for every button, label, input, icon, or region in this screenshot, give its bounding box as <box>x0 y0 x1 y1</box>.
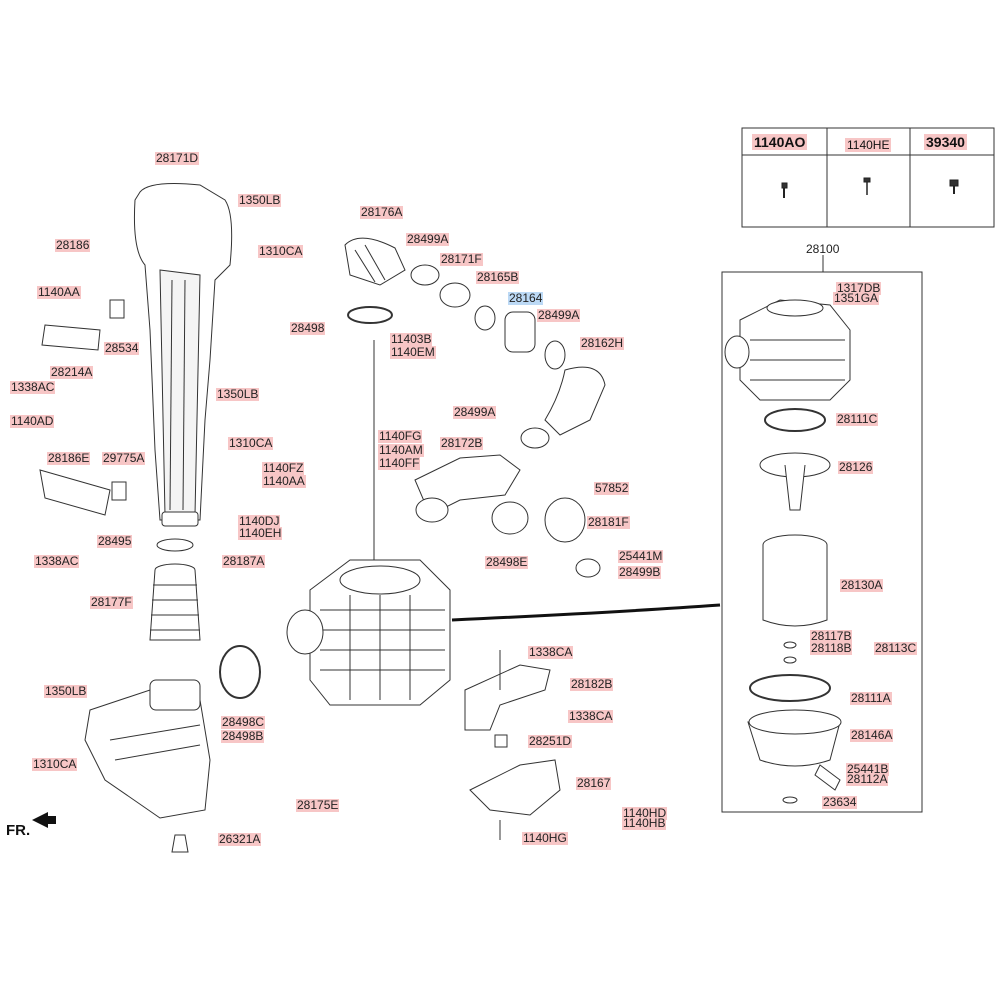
part-label-28162h[interactable]: 28162H <box>580 336 625 350</box>
part-label-1338ca[interactable]: 1338CA <box>568 709 614 723</box>
part-label-28165b[interactable]: 28165B <box>476 270 520 284</box>
intake-snorkel <box>133 183 233 527</box>
part-label-1350lb[interactable]: 1350LB <box>44 684 88 698</box>
part-label-28126[interactable]: 28126 <box>838 460 874 474</box>
part-label-1140dj[interactable]: 1140DJ <box>238 514 281 528</box>
part-label-28118b[interactable]: 28118B <box>810 641 853 655</box>
part-label-28499a[interactable]: 28499A <box>453 405 497 419</box>
part-label-23634[interactable]: 23634 <box>822 795 858 809</box>
part-label-1140am[interactable]: 1140AM <box>378 443 424 457</box>
part-label-28182b[interactable]: 28182B <box>570 677 614 691</box>
part-label-1338ca[interactable]: 1338CA <box>528 645 574 659</box>
part-label-28167[interactable]: 28167 <box>576 776 612 790</box>
bracket-28167 <box>469 759 561 816</box>
part-label-28186[interactable]: 28186 <box>55 238 91 252</box>
part-label-1350lb[interactable]: 1350LB <box>238 193 282 207</box>
bracket-28182b <box>464 664 551 748</box>
part-label-28146a[interactable]: 28146A <box>850 728 894 742</box>
part-label-25441m[interactable]: 25441M <box>618 549 664 563</box>
part-label-1140fg[interactable]: 1140FG <box>378 429 423 443</box>
part-label-28117b[interactable]: 28117B <box>810 629 853 643</box>
legend-header-39340: 39340 <box>924 134 967 150</box>
filter-assembly <box>724 299 851 804</box>
part-label-1140eh[interactable]: 1140EH <box>238 526 283 540</box>
front-arrow-icon <box>32 812 56 828</box>
part-label-28177f[interactable]: 28177F <box>90 595 133 609</box>
part-label-1310ca[interactable]: 1310CA <box>32 757 78 771</box>
part-label-28181f[interactable]: 28181F <box>587 515 630 529</box>
duct-28172b <box>414 454 601 578</box>
part-label-28172b[interactable]: 28172B <box>440 436 484 450</box>
part-label-1310ca[interactable]: 1310CA <box>258 244 304 258</box>
part-label-28176a[interactable]: 28176A <box>360 205 404 219</box>
part-label-1338ac[interactable]: 1338AC <box>10 380 56 394</box>
connector-curve <box>451 603 721 622</box>
part-label-1140ff[interactable]: 1140FF <box>378 456 421 470</box>
part-label-1351ga[interactable]: 1351GA <box>833 291 880 305</box>
part-label-1310ca[interactable]: 1310CA <box>228 436 274 450</box>
part-label-25441b[interactable]: 25441B <box>846 762 890 776</box>
part-label-1140hd[interactable]: 1140HD <box>622 806 668 820</box>
part-label-57852[interactable]: 57852 <box>594 481 630 495</box>
part-label-28499b[interactable]: 28499B <box>618 565 662 579</box>
group-label: 28100 <box>806 242 840 256</box>
resonator <box>84 679 211 853</box>
part-label-28164[interactable]: 28164 <box>508 291 544 305</box>
group-box <box>721 271 923 813</box>
part-label-1140aa[interactable]: 1140AA <box>37 285 81 299</box>
part-label-1338ac[interactable]: 1338AC <box>34 554 80 568</box>
part-label-28186e[interactable]: 28186E <box>47 451 91 465</box>
part-label-28112a[interactable]: 28112A <box>846 772 889 786</box>
part-label-28214a[interactable]: 28214A <box>50 365 94 379</box>
part-label-28499a[interactable]: 28499A <box>406 232 450 246</box>
part-label-1140fz[interactable]: 1140FZ <box>262 461 305 475</box>
bellows-hose <box>149 538 201 641</box>
part-label-29775a[interactable]: 29775A <box>102 451 146 465</box>
part-label-1140aa[interactable]: 1140AA <box>262 474 306 488</box>
part-label-28534[interactable]: 28534 <box>104 341 140 355</box>
bracket-upper <box>41 299 125 351</box>
legend-header-1140ao: 1140AO <box>752 134 808 150</box>
part-label-28187a[interactable]: 28187A <box>222 554 266 568</box>
part-label-28498[interactable]: 28498 <box>290 321 326 335</box>
part-label-28113c[interactable]: 28113C <box>874 641 918 655</box>
air-cleaner-housing <box>286 559 451 706</box>
part-label-1140hg[interactable]: 1140HG <box>522 831 568 845</box>
front-indicator: FR. <box>6 822 31 839</box>
part-label-1350lb[interactable]: 1350LB <box>216 387 260 401</box>
part-label-1140hb[interactable]: 1140HB <box>622 816 667 830</box>
part-label-28498b[interactable]: 28498B <box>221 729 265 743</box>
upper-hoses <box>344 237 606 449</box>
part-label-28130a[interactable]: 28130A <box>840 578 884 592</box>
part-label-28111c[interactable]: 28111C <box>836 412 879 426</box>
part-label-1140em[interactable]: 1140EM <box>390 345 436 359</box>
clamp-28498c <box>219 645 261 699</box>
part-label-28499a[interactable]: 28499A <box>537 308 581 322</box>
part-label-28111a[interactable]: 28111A <box>850 691 892 705</box>
legend-header-1140he: 1140HE <box>845 138 892 152</box>
part-label-26321a[interactable]: 26321A <box>218 832 262 846</box>
legend-bolt-icons <box>781 177 959 198</box>
part-label-28175e[interactable]: 28175E <box>296 798 340 812</box>
part-label-1140ad[interactable]: 1140AD <box>10 414 55 428</box>
part-label-28495[interactable]: 28495 <box>97 534 133 548</box>
part-label-28498e[interactable]: 28498E <box>485 555 529 569</box>
part-label-11403b[interactable]: 11403B <box>390 332 433 346</box>
clamp-28498 <box>347 306 393 324</box>
part-label-28251d[interactable]: 28251D <box>528 734 573 748</box>
part-label-1317db[interactable]: 1317DB <box>836 281 882 295</box>
part-label-28171d[interactable]: 28171D <box>155 151 200 165</box>
legend-box <box>741 127 995 228</box>
part-label-28498c[interactable]: 28498C <box>221 715 266 729</box>
bracket-lower <box>39 469 127 516</box>
part-label-28171f[interactable]: 28171F <box>440 252 483 266</box>
